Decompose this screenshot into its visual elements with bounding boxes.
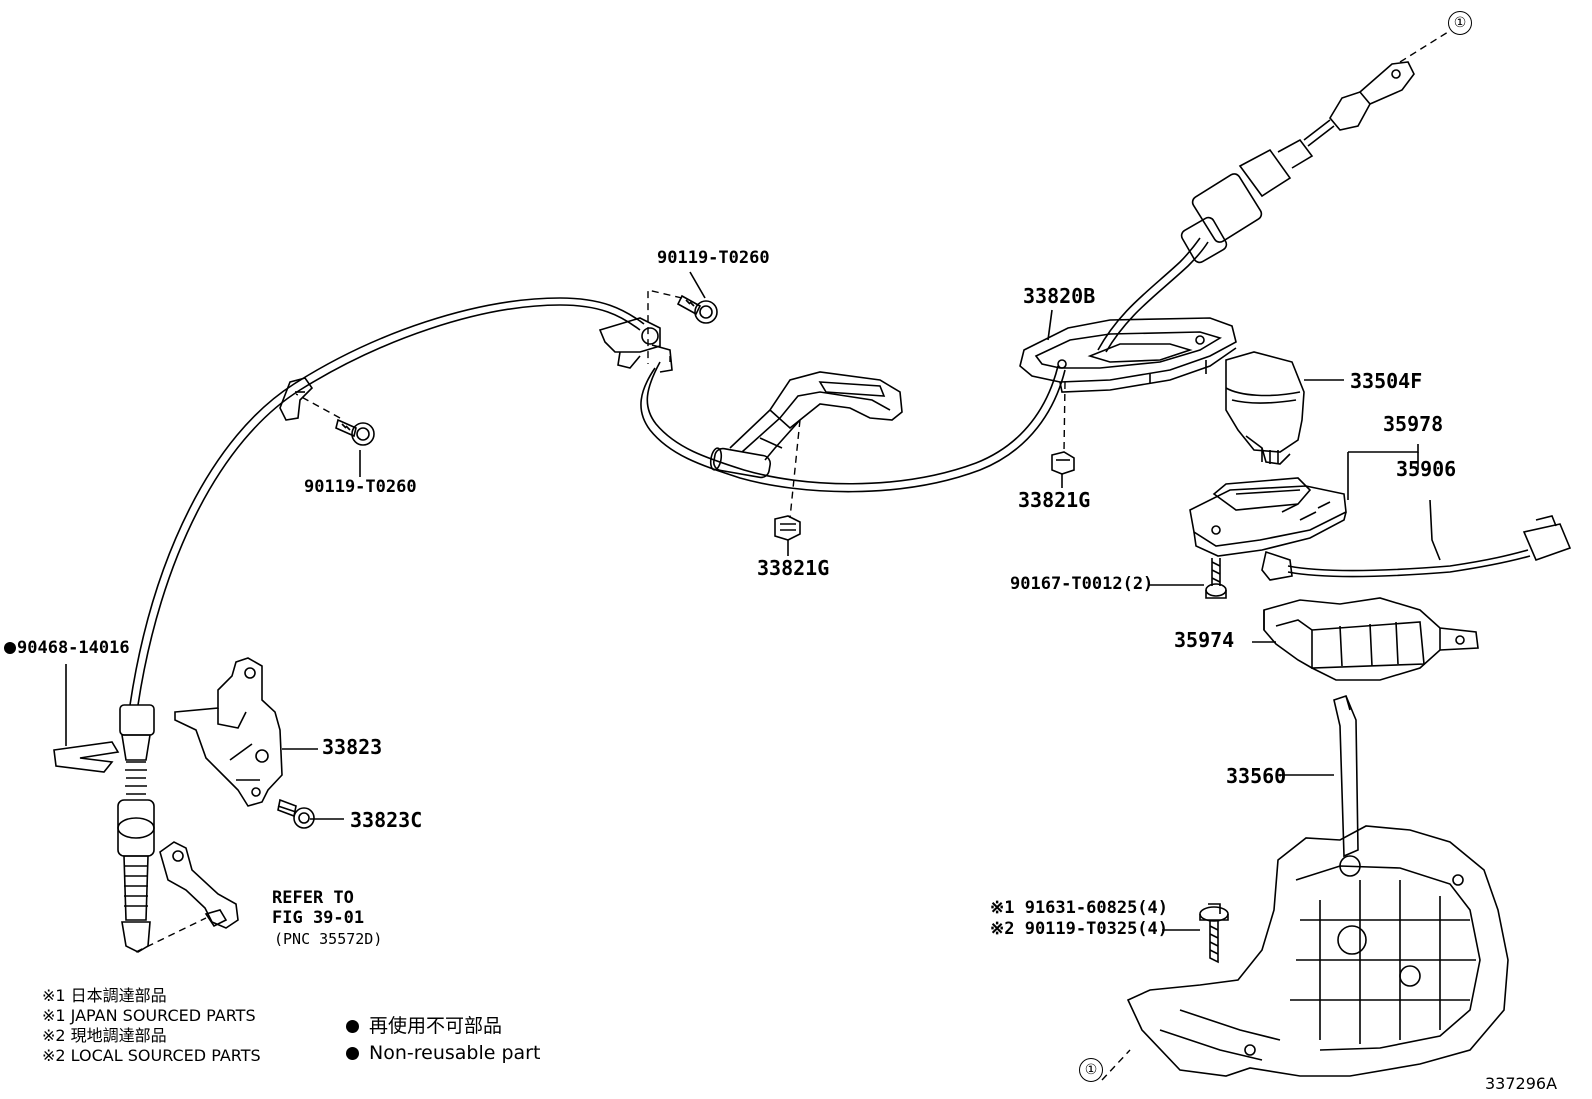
label-33823c: 33823C bbox=[350, 808, 423, 832]
label-33821g-right: 33821G bbox=[1018, 488, 1091, 512]
clip-33821g-right bbox=[1051, 451, 1075, 475]
shift-cable bbox=[129, 297, 1066, 706]
bolt-90167 bbox=[1205, 558, 1227, 599]
leader-lines bbox=[65, 271, 1441, 931]
bolt-91631 bbox=[1199, 903, 1229, 964]
bolt-33823c bbox=[277, 798, 315, 829]
bolt-90119-left bbox=[335, 418, 375, 446]
label-35906: 35906 bbox=[1396, 457, 1457, 481]
ref-marker-top: ① bbox=[1448, 11, 1472, 35]
bracket-33823 bbox=[174, 657, 283, 807]
non-reusable-dot-icon bbox=[346, 1020, 359, 1033]
dashed-guides bbox=[135, 31, 1449, 1081]
shift-cable-upper bbox=[1097, 61, 1415, 353]
legend-non-reusable-en-text: Non-reusable part bbox=[369, 1042, 541, 1064]
cable-lower-end bbox=[117, 704, 155, 953]
legend-local-sourced-en: ※2 LOCAL SOURCED PARTS bbox=[42, 1046, 261, 1065]
legend-japan-sourced-jp: ※1 日本調達部品 bbox=[42, 986, 167, 1005]
label-33560: 33560 bbox=[1226, 764, 1287, 788]
label-bolt-91631: ※1 91631-60825(4) bbox=[990, 898, 1169, 918]
label-90119-t0260-top: 90119-T0260 bbox=[657, 248, 770, 268]
legend-japan-sourced-en: ※1 JAPAN SOURCED PARTS bbox=[42, 1006, 256, 1025]
label-90167-t0012: 90167-T0012(2) bbox=[1010, 574, 1154, 594]
legend-non-reusable-jp: 再使用不可部品 bbox=[346, 1017, 502, 1036]
label-35974: 35974 bbox=[1174, 628, 1235, 652]
bracket-35974 bbox=[1263, 597, 1479, 681]
shift-knob-33504f bbox=[1225, 351, 1305, 465]
clip-90468 bbox=[53, 741, 120, 773]
label-pnc: (PNC 35572D) bbox=[274, 930, 383, 948]
legend-non-reusable-en: Non-reusable part bbox=[346, 1044, 540, 1063]
clip-33821g-mid bbox=[774, 515, 801, 541]
diagram-id: 337296A bbox=[1485, 1074, 1558, 1093]
shift-lever-33560 bbox=[1126, 695, 1509, 1077]
label-bolt-90119-t0325: ※2 90119-T0325(4) bbox=[990, 919, 1169, 939]
label-90468-text: 90468-14016 bbox=[17, 638, 130, 658]
label-33820b: 33820B bbox=[1023, 284, 1096, 308]
label-35978: 35978 bbox=[1383, 412, 1444, 436]
ref-marker-bottom: ① bbox=[1079, 1058, 1103, 1082]
bolt-90119-top bbox=[676, 294, 718, 324]
cable-bracket-center bbox=[729, 371, 903, 461]
label-33504f: 33504F bbox=[1350, 369, 1423, 393]
legend-local-sourced-jp: ※2 現地調達部品 bbox=[42, 1026, 167, 1045]
link-lever bbox=[159, 841, 239, 929]
non-reusable-dot bbox=[4, 642, 16, 654]
label-refer-to: REFER TO bbox=[272, 888, 354, 908]
label-33821g-mid: 33821G bbox=[757, 556, 830, 580]
label-33823: 33823 bbox=[322, 735, 383, 759]
label-90119-t0260-left: 90119-T0260 bbox=[304, 477, 417, 497]
switch-35906 bbox=[1189, 477, 1572, 581]
non-reusable-dot-icon bbox=[346, 1047, 359, 1060]
indicator-plate-33820b bbox=[1019, 317, 1237, 393]
label-fig-39-01: FIG 39-01 bbox=[272, 908, 365, 928]
legend-non-reusable-jp-text: 再使用不可部品 bbox=[369, 1015, 503, 1037]
label-90468-14016: 90468-14016 bbox=[4, 640, 130, 657]
